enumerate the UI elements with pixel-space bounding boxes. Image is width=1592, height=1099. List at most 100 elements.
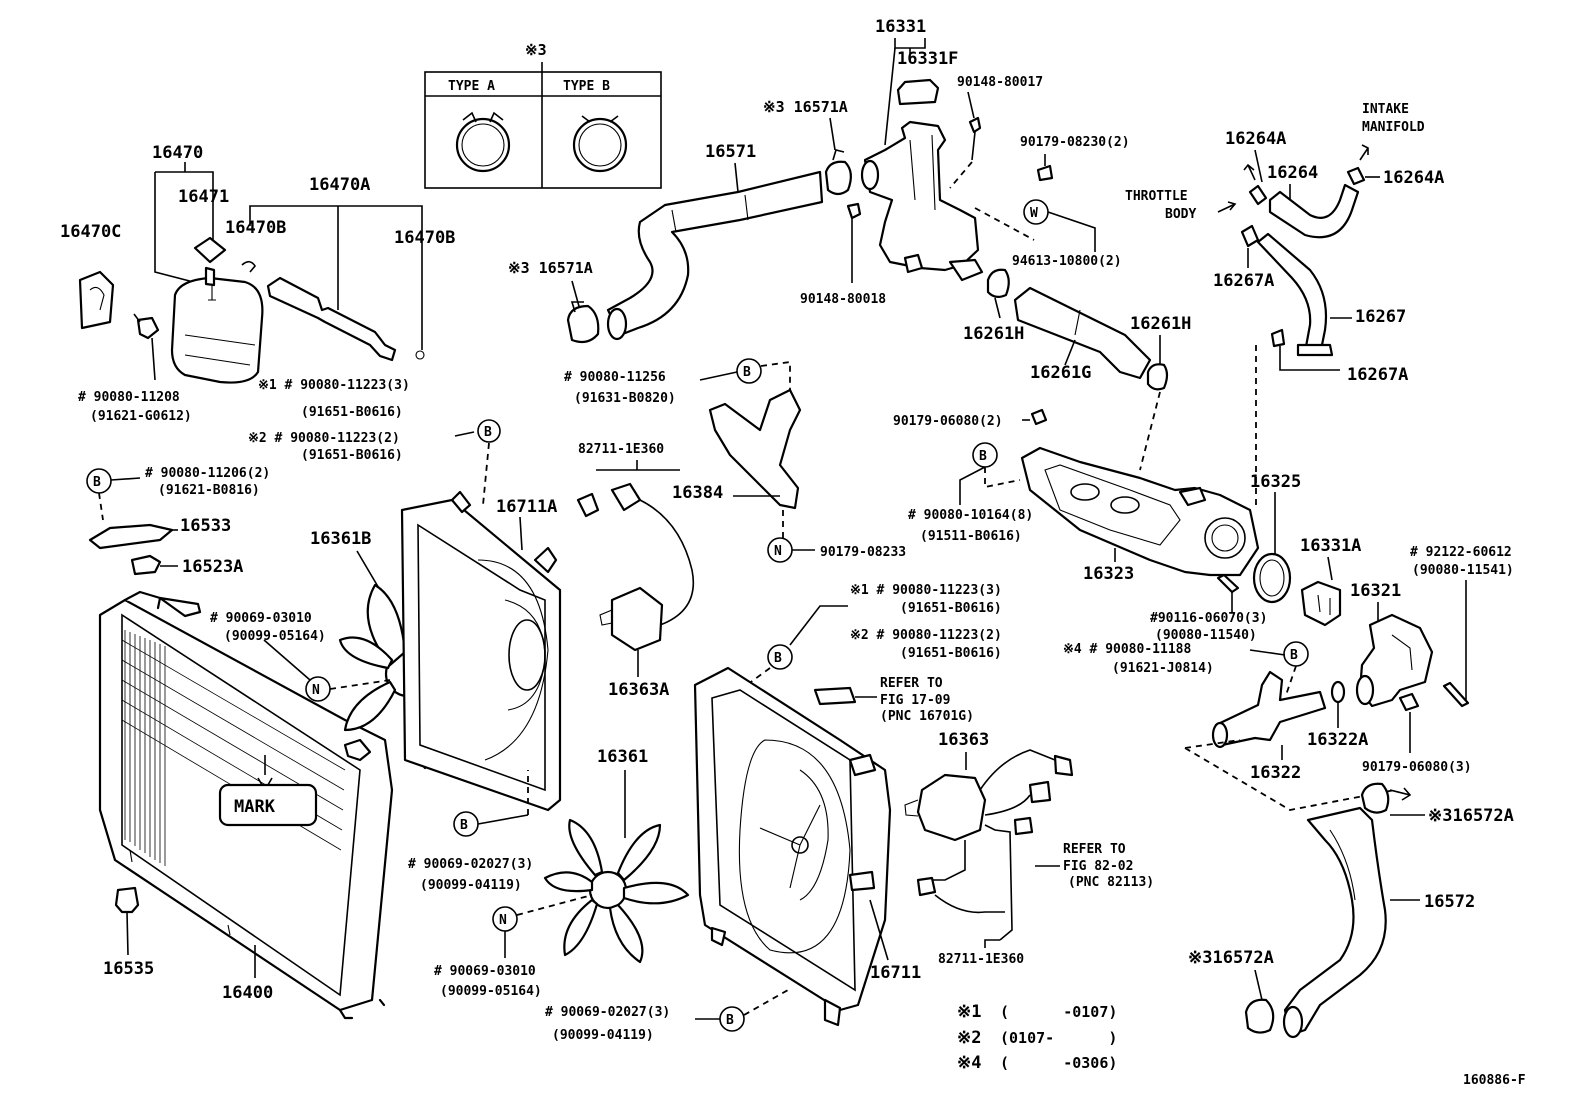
label-16323: 16323 [1083,564,1134,584]
shroud-16711 [693,666,892,1012]
inlet-housing-16323 [1020,446,1260,577]
label-16571A-top: ※3 16571A [763,98,848,116]
label-refer1-3: (PNC 16701G) [880,709,974,724]
tank-cap [193,236,227,264]
bracket-16470C [78,270,115,330]
callout-w: W [1030,206,1038,221]
callout-b-7: B [774,651,782,666]
callout-b-6: B [1290,648,1298,663]
label-n2-91651-B0616: (91651-B0616) [301,448,403,463]
label-16322A: 16322A [1307,730,1368,750]
footnotes: ※1 ( -0107) ※2 (0107- ) ※4 ( -0306) [957,1002,1117,1073]
throttle-hoses-group: INTAKE MANIFOLD 16264A 16264 16264A THRO… [1125,102,1444,510]
label-16571: 16571 [705,142,756,162]
water-outlet-16331 [863,120,980,272]
label-16331A: 16331A [1300,536,1361,556]
label-91621-B0816: (91621-B0816) [158,483,260,498]
label-16470: 16470 [152,143,203,163]
label-16470B-2: 16470B [394,228,455,248]
label-90116-06070: #90116-06070(3) [1150,611,1267,626]
figure-code: 160886-F [1463,1073,1526,1088]
mark-label: MARK [234,797,276,817]
label-refer1-2: FIG 17-09 [880,693,950,708]
fan-motor-16363A-group: 82711-1E360 16363A [576,442,694,700]
fan-shroud-16711-group: ※1 # 90080-11223(3) (91651-B0616) ※2 # 9… [434,583,1002,1043]
label-90069-03010-b: # 90069-03010 [434,964,536,979]
radiator-group: B # 90080-11206(2) (91621-B0816) 16533 1… [86,466,394,1020]
clamp-type-b-icon [572,115,628,173]
label-16535: 16535 [103,959,154,979]
note-4-text: ( -0306) [1000,1054,1117,1072]
reserve-tank-group [78,162,425,384]
clamp-16261H-1 [986,268,1010,299]
label-n1-90080-11223-b: ※1 # 90080-11223(3) [850,583,1002,598]
gasket-16325 [1252,552,1292,604]
label-intake-1: INTAKE [1362,102,1409,117]
label-intake-2: MANIFOLD [1362,120,1425,135]
label-90080-11256: # 90080-11256 [564,370,666,385]
label-n2-90080-11223-b: ※2 # 90080-11223(2) [850,628,1002,643]
shroud-16711A [400,498,562,812]
radiator-cap-16331F [896,78,940,106]
callout-b-8: B [726,1013,734,1028]
label-90179-08233: 90179-08233 [820,545,906,560]
label-16400: 16400 [222,983,273,1003]
label-16267A-1: 16267A [1213,271,1274,291]
label-refer2-3: (PNC 82113) [1068,875,1154,890]
bracket-16384 [708,388,802,510]
callout-n-3: N [499,913,507,928]
fan-motor-16363A [610,586,664,652]
label-16572: 16572 [1424,892,1475,912]
label-82711-1E360-b: 82711-1E360 [938,952,1024,967]
note-1-mark: ※1 [957,1002,981,1022]
note-2-text: (0107- ) [1000,1029,1117,1047]
label-16264A-2: 16264A [1383,168,1444,188]
type-a-label: TYPE A [448,79,495,94]
label-94613-10800: 94613-10800(2) [1012,254,1122,269]
thermostat-housing-16321 [1358,613,1434,708]
label-n1-91651-B0616-b: (91651-B0616) [900,601,1002,616]
label-n1-91651-B0616: (91651-B0616) [301,405,403,420]
label-refer1-1: REFER TO [880,676,943,691]
label-90179-08230: 90179-08230(2) [1020,135,1130,150]
fan-motor-16363 [916,773,987,842]
callout-b-2: B [93,475,101,490]
label-16711: 16711 [870,963,921,983]
hose-16571 [606,170,824,337]
label-16264: 16264 [1267,163,1318,183]
label-16261H-2: 16261H [1130,314,1191,334]
bracket-16384-group: # 90080-11256 (91631-B0820) B 16384 N 90… [564,358,906,563]
label-90069-02027-b: # 90069-02027(3) [545,1005,670,1020]
label-16325: 16325 [1250,472,1301,492]
label-90179-06080-b: 90179-06080(3) [1362,760,1472,775]
hose-16572 [1283,806,1387,1037]
label-16384: 16384 [672,483,723,503]
note-4-mark: ※4 [957,1053,981,1073]
upper-hose-16571-group: 16571 ※3 16571A ※3 16571A [508,98,852,344]
label-16361: 16361 [597,747,648,767]
label-n1-90080-11223: ※1 # 90080-11223(3) [258,378,410,393]
clamp-16261H-2 [1146,363,1169,391]
label-throttle-2: BODY [1165,207,1196,222]
label-n2-91651-B0616-b: (91651-B0616) [900,646,1002,661]
label-16471: 16471 [178,187,229,207]
label-90148-80017: 90148-80017 [957,75,1043,90]
fan-16361 [543,818,690,964]
clamp-16572A-1 [1360,782,1390,814]
clamp-16572A-2 [1244,998,1275,1034]
hose-clamp-type-box: ※3 TYPE A TYPE B [424,41,662,189]
inlet-pipe-16322 [1214,670,1327,747]
label-90099-05164-b: (90099-05164) [440,984,542,999]
label-16331F: 16331F [897,49,958,69]
label-n4-90080-11188: ※4 # 90080-11188 [1063,642,1191,657]
label-16264A-1: 16264A [1225,129,1286,149]
note-1-text: ( -0107) [1000,1003,1117,1021]
callout-n-2: N [774,544,782,559]
mark-box [218,783,318,827]
hose-16267 [1256,232,1328,357]
type-b-label: TYPE B [563,79,610,94]
callout-b-4: B [743,365,751,380]
label-16470B-1: 16470B [225,218,286,238]
label-90069-02027-a: # 90069-02027(3) [408,857,533,872]
label-82711-1E360-a: 82711-1E360 [578,442,664,457]
